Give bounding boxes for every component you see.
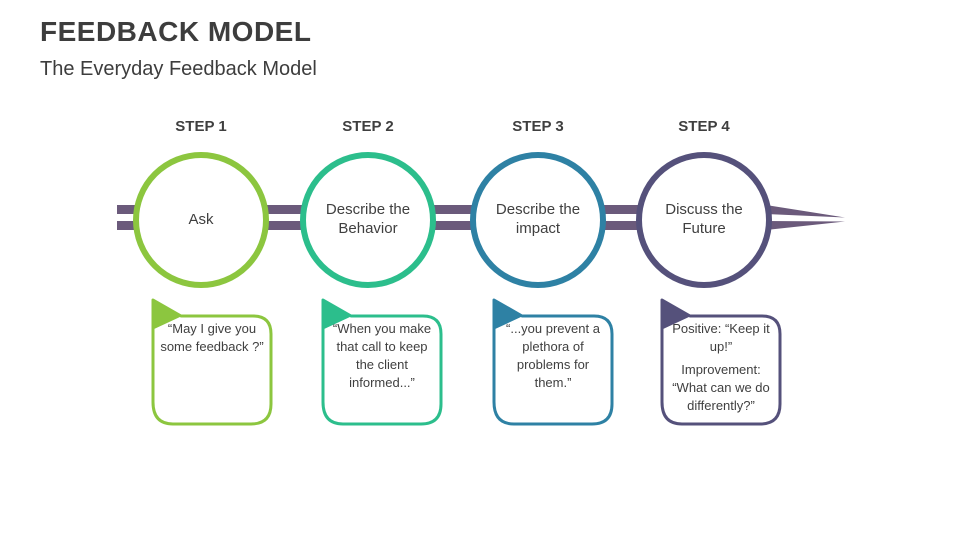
bubble-outline bbox=[151, 298, 273, 426]
step-3-circle: Describe the impact bbox=[470, 152, 606, 288]
bubble-fold-icon bbox=[493, 299, 524, 330]
page-title: FEEDBACK MODEL bbox=[40, 16, 312, 47]
step-2-quote-text: “When you make that call to keep the cli… bbox=[327, 320, 437, 397]
step-1-label: STEP 1 bbox=[175, 118, 227, 135]
step-2-quote-bubble: “When you make that call to keep the cli… bbox=[321, 298, 443, 427]
bubble-fold-icon bbox=[322, 299, 353, 330]
step-2-circle: Describe the Behavior bbox=[300, 152, 436, 288]
step-3-label: STEP 3 bbox=[512, 118, 564, 135]
quote-line: “May I give you some feedback ?” bbox=[160, 321, 264, 354]
step-1-circle: Ask bbox=[133, 152, 269, 288]
quote-line: Positive: “Keep it up!” bbox=[672, 321, 770, 354]
page-subtitle: The Everyday Feedback Model bbox=[40, 58, 317, 80]
step-4-quote-bubble: Positive: “Keep it up!” Improvement: “Wh… bbox=[660, 298, 782, 427]
step-4-circle: Discuss the Future bbox=[636, 152, 772, 288]
step-4-label: STEP 4 bbox=[678, 118, 730, 135]
bubble-outline bbox=[321, 298, 443, 426]
step-1-quote-bubble: “May I give you some feedback ?” bbox=[151, 298, 273, 427]
step-4-quote-text: Positive: “Keep it up!” Improvement: “Wh… bbox=[666, 320, 776, 420]
quote-line: “...you prevent a plethora of problems f… bbox=[506, 321, 600, 390]
step-4-circle-label: Discuss the Future bbox=[665, 201, 743, 237]
bubble-outline bbox=[660, 298, 782, 426]
quote-line: Improvement: “What can we do differently… bbox=[672, 361, 770, 413]
step-1-quote-text: “May I give you some feedback ?” bbox=[157, 320, 267, 361]
step-3-quote-bubble: “...you prevent a plethora of problems f… bbox=[492, 298, 614, 427]
step-1-circle-label: Ask bbox=[188, 210, 214, 228]
quote-line: “When you make that call to keep the cli… bbox=[332, 321, 432, 390]
step-3-circle-label: Describe the impact bbox=[495, 201, 581, 237]
step-3-quote-text: “...you prevent a plethora of problems f… bbox=[498, 320, 608, 397]
step-2-label: STEP 2 bbox=[342, 118, 394, 135]
bubble-fold-icon bbox=[152, 299, 183, 330]
step-2-circle-label: Describe the Behavior bbox=[325, 201, 411, 237]
bubble-outline bbox=[492, 298, 614, 426]
bubble-fold-icon bbox=[661, 299, 692, 330]
